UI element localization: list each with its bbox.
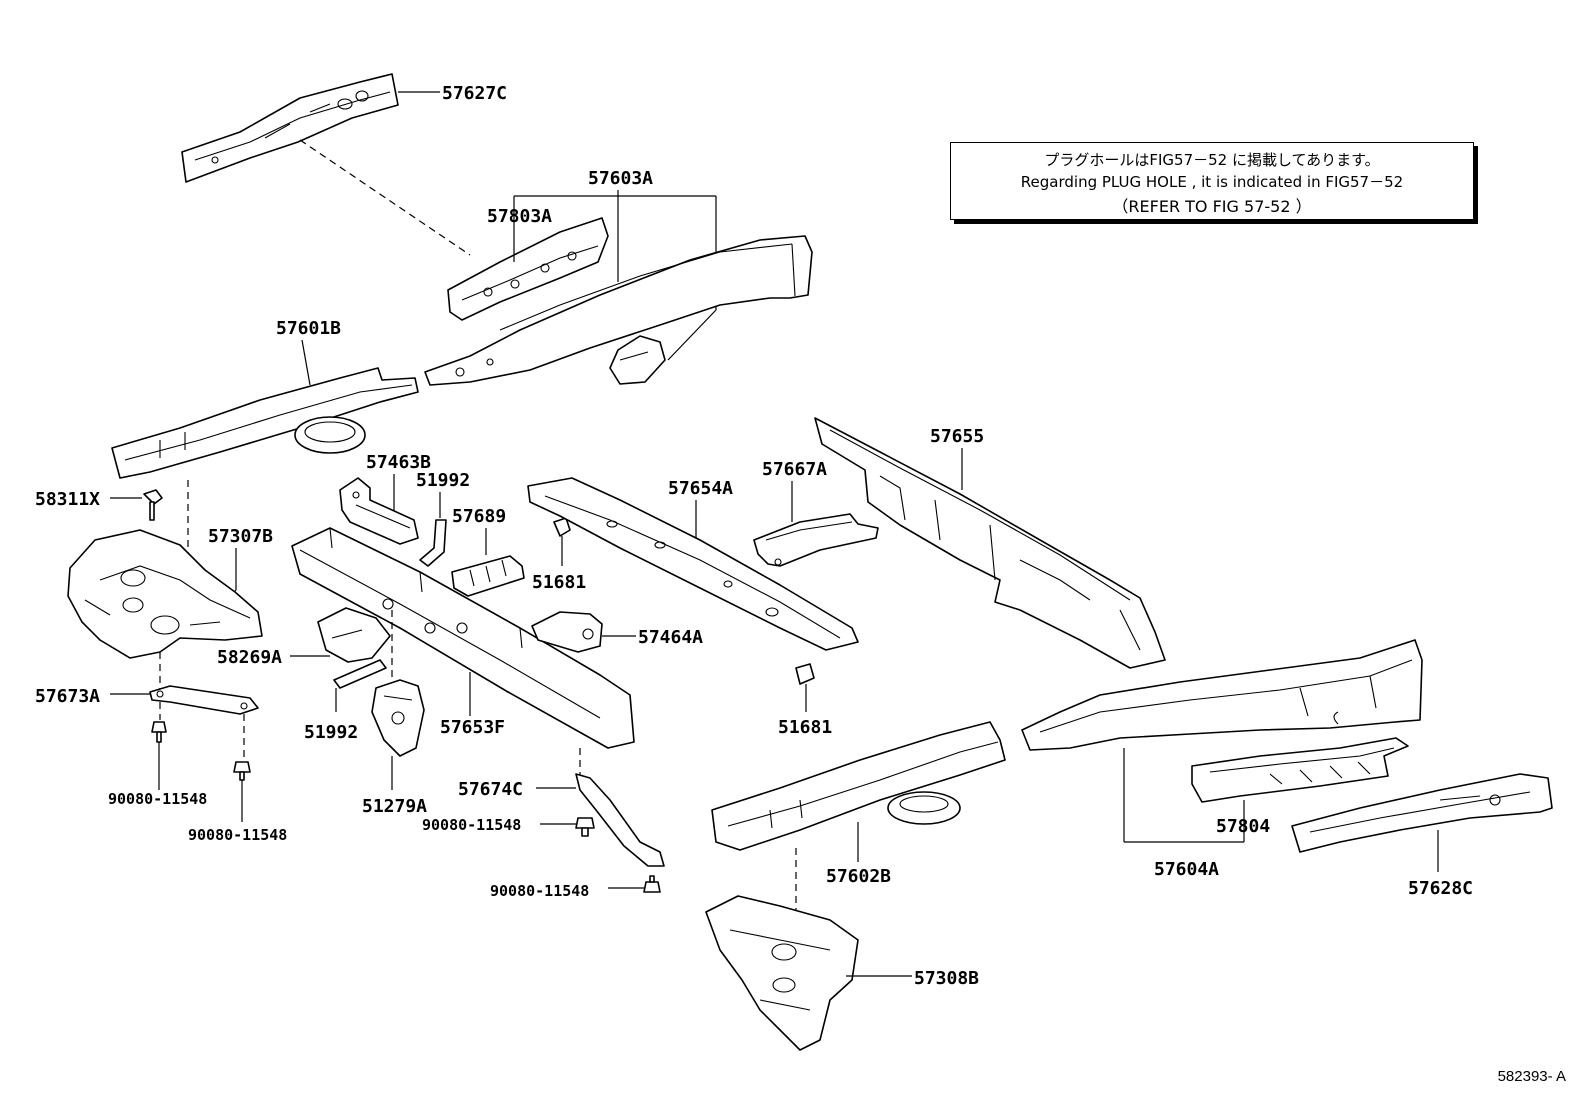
part-57307B[interactable]: [67, 529, 263, 659]
label-57307B: 57307B: [208, 526, 273, 547]
part-57674C[interactable]: [575, 773, 665, 867]
label-90080-11548-b: 90080-11548: [188, 826, 287, 844]
label-90080-11548-c: 90080-11548: [422, 816, 521, 834]
label-58311X: 58311X: [35, 489, 100, 510]
label-57803A: 57803A: [487, 206, 552, 227]
label-57464A: 57464A: [638, 627, 703, 648]
bolt-90080-left-a[interactable]: [151, 721, 167, 743]
part-57308B[interactable]: [705, 895, 859, 1051]
part-57627C[interactable]: [181, 73, 399, 183]
label-57463B: 57463B: [366, 452, 431, 473]
plug-hole-note: プラグホールはFIG57－52 に掲載してあります。 Regarding PLU…: [950, 142, 1474, 220]
note-line-refer: （REFER TO FIG 57-52 ）: [1112, 197, 1312, 216]
label-51992-upper: 51992: [416, 470, 470, 491]
label-90080-11548-d: 90080-11548: [490, 882, 589, 900]
label-57308B: 57308B: [914, 968, 979, 989]
part-51992-upper[interactable]: [419, 519, 447, 567]
part-57654A[interactable]: [527, 477, 859, 651]
label-57673A: 57673A: [35, 686, 100, 707]
label-57654A: 57654A: [668, 478, 733, 499]
part-57655[interactable]: [814, 417, 1166, 669]
label-57604A: 57604A: [1154, 859, 1219, 880]
note-line-japanese: プラグホールはFIG57－52 に掲載してあります。: [1044, 151, 1380, 169]
label-57627C: 57627C: [442, 83, 507, 104]
label-51681-lower: 51681: [778, 717, 832, 738]
label-57653F: 57653F: [440, 717, 505, 738]
label-51681-upper: 51681: [532, 572, 586, 593]
note-line-english: Regarding PLUG HOLE , it is indicated in…: [1020, 173, 1404, 191]
label-58269A: 58269A: [217, 647, 282, 668]
label-57674C: 57674C: [458, 779, 523, 800]
part-57803A[interactable]: [447, 217, 609, 321]
part-57673A[interactable]: [149, 685, 259, 715]
label-57601B: 57601B: [276, 318, 341, 339]
part-57689[interactable]: [451, 555, 525, 597]
label-57804: 57804: [1216, 816, 1270, 837]
label-57655: 57655: [930, 426, 984, 447]
part-57603A[interactable]: [424, 235, 813, 386]
part-58269A[interactable]: [317, 607, 391, 663]
label-57603A: 57603A: [588, 168, 653, 189]
label-57667A: 57667A: [762, 459, 827, 480]
part-57628C[interactable]: [1291, 773, 1553, 853]
part-57667A[interactable]: [753, 513, 879, 567]
part-51279A[interactable]: [371, 679, 425, 757]
part-57653F[interactable]: [291, 527, 635, 749]
label-57628C: 57628C: [1408, 878, 1473, 899]
bolt-90080-center-b[interactable]: [643, 875, 661, 893]
part-57464A[interactable]: [531, 611, 603, 653]
part-57602B[interactable]: [711, 721, 1006, 851]
part-57604A[interactable]: [1021, 639, 1423, 751]
label-51279A: 51279A: [362, 796, 427, 817]
part-51992-lower[interactable]: [333, 659, 387, 689]
label-51992-lower: 51992: [304, 722, 358, 743]
bolt-90080-center-a[interactable]: [575, 817, 595, 837]
part-57463B[interactable]: [339, 477, 419, 545]
bolt-90080-left-b[interactable]: [233, 761, 251, 781]
part-58311X[interactable]: [143, 489, 163, 521]
label-57602B: 57602B: [826, 866, 891, 887]
label-57689: 57689: [452, 506, 506, 527]
part-57804[interactable]: [1191, 737, 1409, 803]
part-57601B[interactable]: [111, 367, 419, 479]
part-51681-upper[interactable]: [553, 517, 571, 537]
label-90080-11548-a: 90080-11548: [108, 790, 207, 808]
diagram-id: 582393- A: [1497, 1068, 1566, 1085]
part-51681-lower[interactable]: [795, 663, 815, 685]
